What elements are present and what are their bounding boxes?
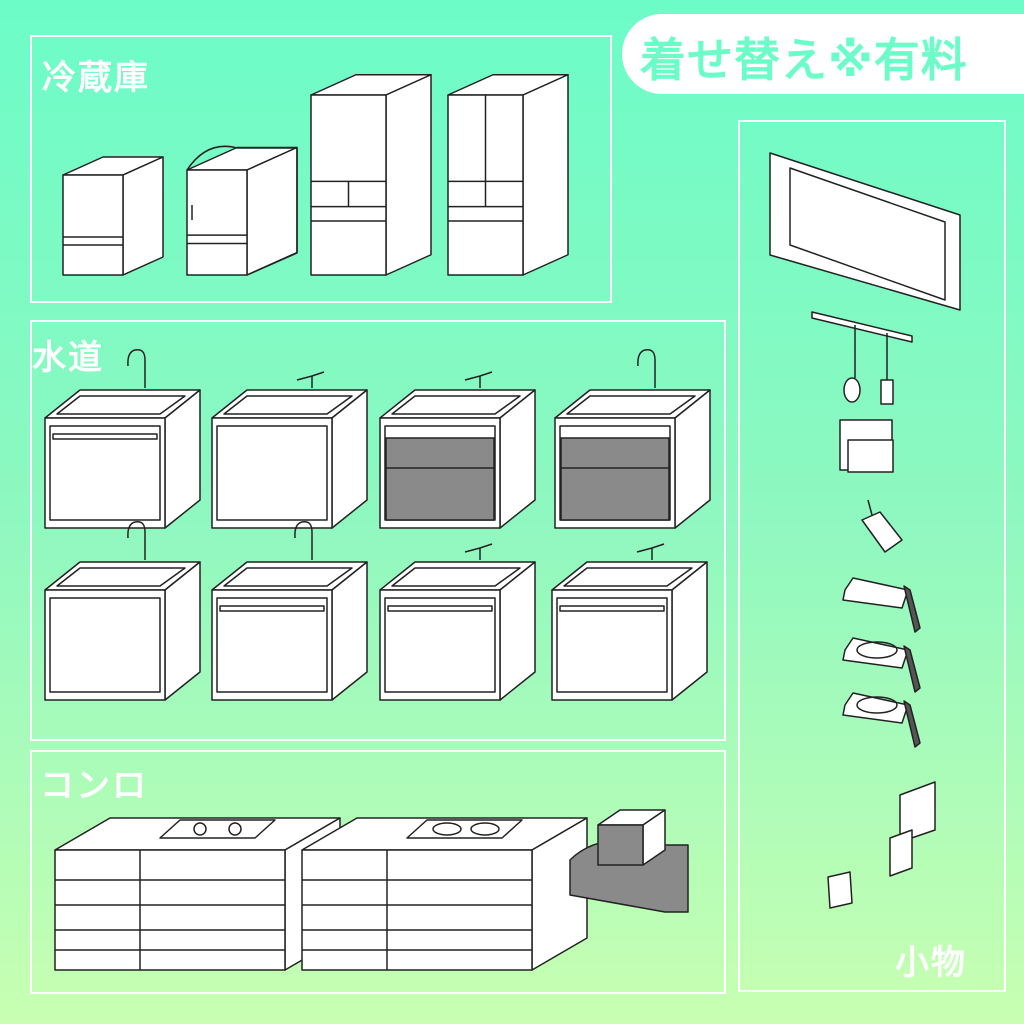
small-items-section-label: 小物 bbox=[895, 943, 967, 983]
range-hood bbox=[569, 809, 689, 913]
sink-section bbox=[30, 320, 726, 741]
fridge-3 bbox=[310, 74, 432, 276]
fridge-1 bbox=[62, 156, 164, 276]
sink-cabinet-2 bbox=[211, 371, 368, 529]
cutting-board-knife bbox=[842, 577, 921, 633]
fridge-2 bbox=[186, 145, 298, 276]
utensil-rail bbox=[811, 311, 913, 405]
fridge-section-label: 冷蔵庫 bbox=[42, 58, 150, 98]
paper-notes bbox=[827, 781, 936, 909]
window bbox=[769, 152, 961, 311]
small-items-section bbox=[738, 120, 1006, 992]
stove-section bbox=[30, 750, 726, 994]
stove-counter-2 bbox=[301, 817, 588, 971]
knife-block bbox=[861, 499, 903, 553]
sink-section-label: 水道 bbox=[32, 338, 104, 378]
sink-cabinet-3 bbox=[379, 371, 536, 529]
sink-cabinet-6 bbox=[211, 520, 368, 701]
sink-cabinet-4 bbox=[554, 348, 711, 529]
sink-cabinet-1 bbox=[44, 348, 201, 529]
stove-counter-1 bbox=[54, 817, 341, 971]
fridge-section bbox=[30, 35, 612, 303]
sink-cabinet-8 bbox=[551, 543, 708, 701]
cutting-board-stand bbox=[839, 419, 894, 473]
stove-section-label: コンロ bbox=[40, 766, 148, 806]
sink-cabinet-7 bbox=[379, 543, 536, 701]
fridge-4 bbox=[447, 74, 569, 276]
cutting-board-meat bbox=[842, 692, 921, 748]
title-text: 着せ替え※有料 bbox=[640, 33, 968, 87]
title-badge: 着せ替え※有料 bbox=[622, 14, 1024, 94]
cutting-board-fish bbox=[842, 637, 921, 693]
sink-cabinet-5 bbox=[44, 520, 201, 701]
